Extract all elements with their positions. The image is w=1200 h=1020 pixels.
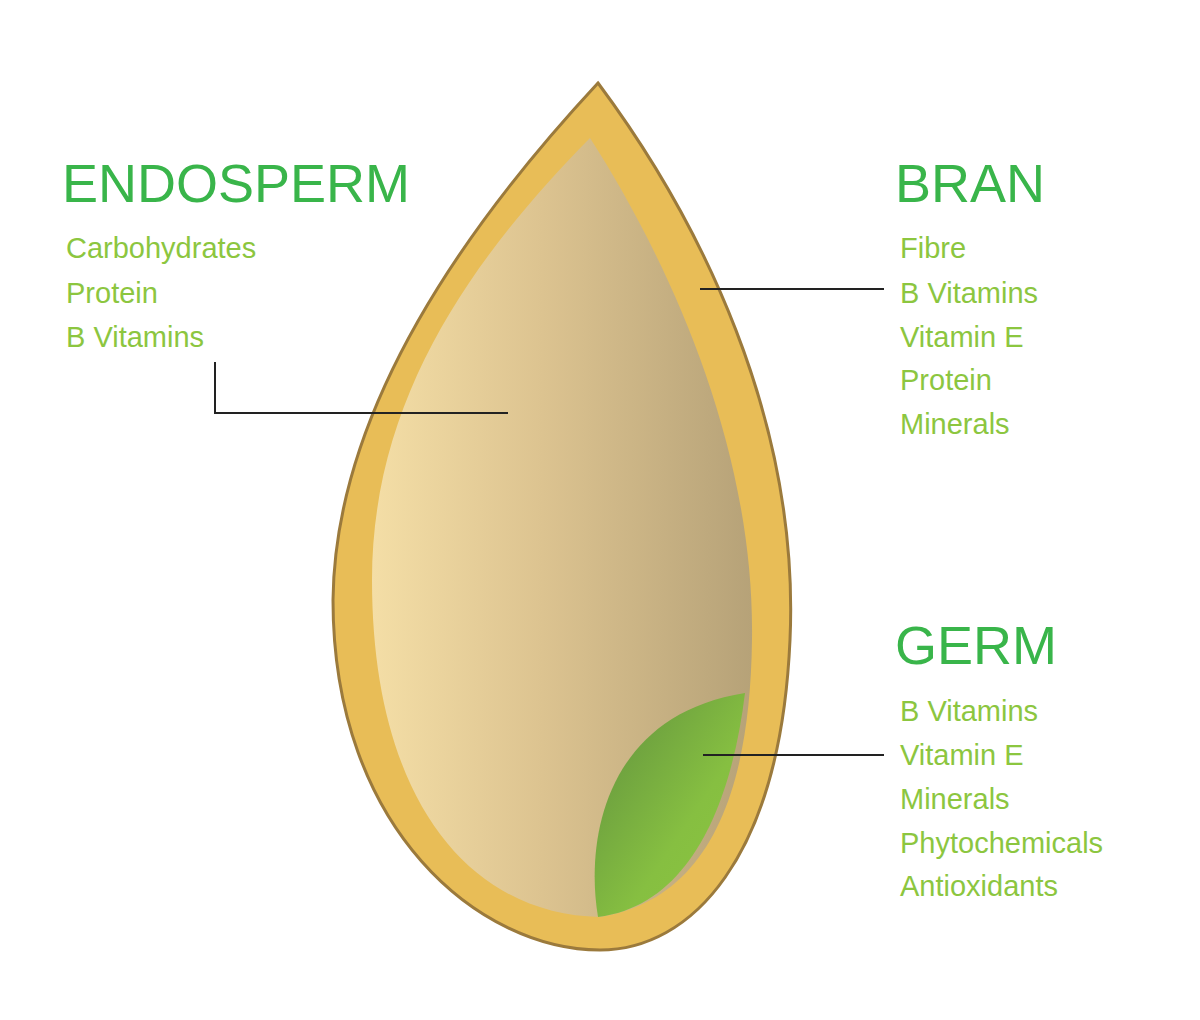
nutrient-item: Protein <box>66 276 158 311</box>
nutrient-item: Protein <box>900 363 992 398</box>
nutrient-item: Vitamin E <box>900 738 1024 773</box>
bran-layer <box>333 83 791 950</box>
nutrient-item: Vitamin E <box>900 320 1024 355</box>
nutrient-item: B Vitamins <box>900 276 1038 311</box>
endosperm <box>372 138 752 917</box>
leader-line <box>703 754 884 756</box>
nutrient-item: Phytochemicals <box>900 826 1103 861</box>
leader-line <box>215 362 508 413</box>
nutrient-item: Minerals <box>900 407 1010 442</box>
nutrient-item: B Vitamins <box>66 320 204 355</box>
nutrient-item: B Vitamins <box>900 694 1038 729</box>
nutrient-item: Minerals <box>900 782 1010 817</box>
part-name: BRAN <box>895 151 1045 216</box>
nutrient-item: Carbohydrates <box>66 231 256 266</box>
germ <box>595 693 745 917</box>
nutrient-item: Antioxidants <box>900 869 1058 904</box>
part-name: GERM <box>895 613 1057 678</box>
part-name: ENDOSPERM <box>62 151 410 216</box>
nutrient-item: Fibre <box>900 231 966 266</box>
leader-line <box>700 288 884 290</box>
